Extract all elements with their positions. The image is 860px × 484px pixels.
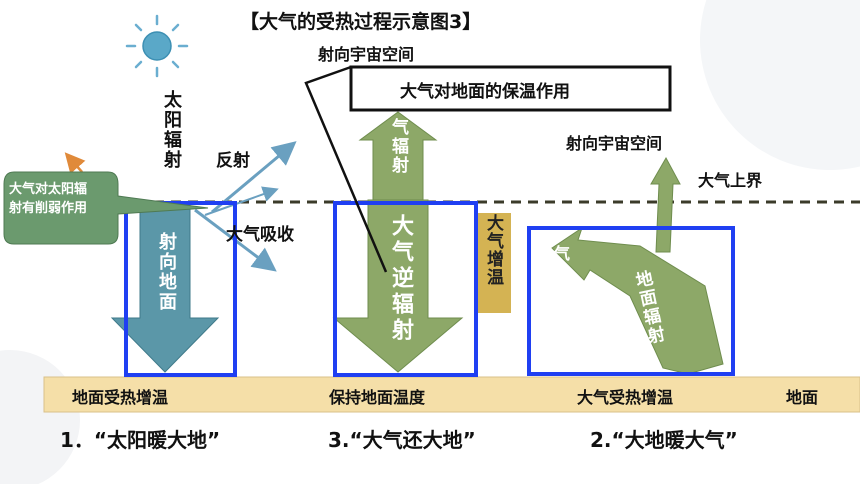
atmospheric-radiation-label: 气辐射 bbox=[388, 118, 408, 175]
atmospheric-absorption-label: 大气吸收 bbox=[226, 225, 294, 245]
caption-sun-warms-earth: 1．“太阳暖大地” bbox=[60, 428, 221, 452]
earth-warms-atmosphere-frame bbox=[527, 226, 735, 376]
reflection-arrow bbox=[211, 141, 297, 214]
ground-heating-label: 地面受热增温 bbox=[72, 388, 169, 407]
ground-strip bbox=[43, 376, 860, 413]
solar-radiation-arrow bbox=[110, 204, 220, 373]
ground-label: 地面 bbox=[786, 388, 819, 407]
background-decor-circle bbox=[0, 350, 80, 484]
to-space-top-label: 射向宇宙空间 bbox=[318, 45, 415, 64]
atmosphere-returns-frame bbox=[333, 201, 478, 377]
counter-radiation-arrow bbox=[332, 199, 464, 373]
to-ground-label: 射向地面 bbox=[156, 232, 177, 312]
caption-earth-warms-atmosphere: 2.“大地暖大气” bbox=[590, 428, 738, 452]
insulation-box-label: 大气对地面的保温作用 bbox=[400, 82, 570, 102]
diagram-title: 【大气的受热过程示意图3】 bbox=[240, 11, 482, 33]
to-space-right-label: 射向宇宙空间 bbox=[566, 134, 663, 153]
reflection-arrow-secondary bbox=[204, 186, 279, 216]
atmosphere-warming-label: 大气增温 bbox=[483, 214, 503, 286]
weakening-callout-bubble bbox=[3, 171, 209, 245]
solar-radiation-label: 太阳辐射 bbox=[161, 90, 182, 170]
ground-radiation-arrow bbox=[551, 226, 724, 375]
upper-boundary-label: 大气上界 bbox=[698, 171, 763, 190]
ground-radiation-to-space-arrow bbox=[650, 156, 681, 253]
insulation-box bbox=[349, 65, 672, 112]
counter-radiation-label: 大气逆辐射 bbox=[388, 214, 413, 344]
reflection-label: 反射 bbox=[216, 151, 250, 171]
atmosphere-heating-label: 大气受热增温 bbox=[577, 388, 674, 407]
sun-warms-earth-frame bbox=[124, 201, 237, 377]
absorption-label: 大气吸收 bbox=[538, 244, 571, 283]
background-decor-circle bbox=[700, 0, 860, 170]
sun-icon bbox=[125, 14, 189, 78]
weakening-callout-text: 大气对太阳辐射有削弱作用 bbox=[9, 182, 88, 216]
caption-atmosphere-returns-earth: 3.“大气还大地” bbox=[328, 428, 476, 452]
atmosphere-warming-box bbox=[478, 213, 511, 313]
keep-temp-label: 保持地面温度 bbox=[329, 388, 426, 407]
insulation-leader-line bbox=[304, 65, 388, 273]
weakening-small-arrow bbox=[64, 152, 86, 174]
